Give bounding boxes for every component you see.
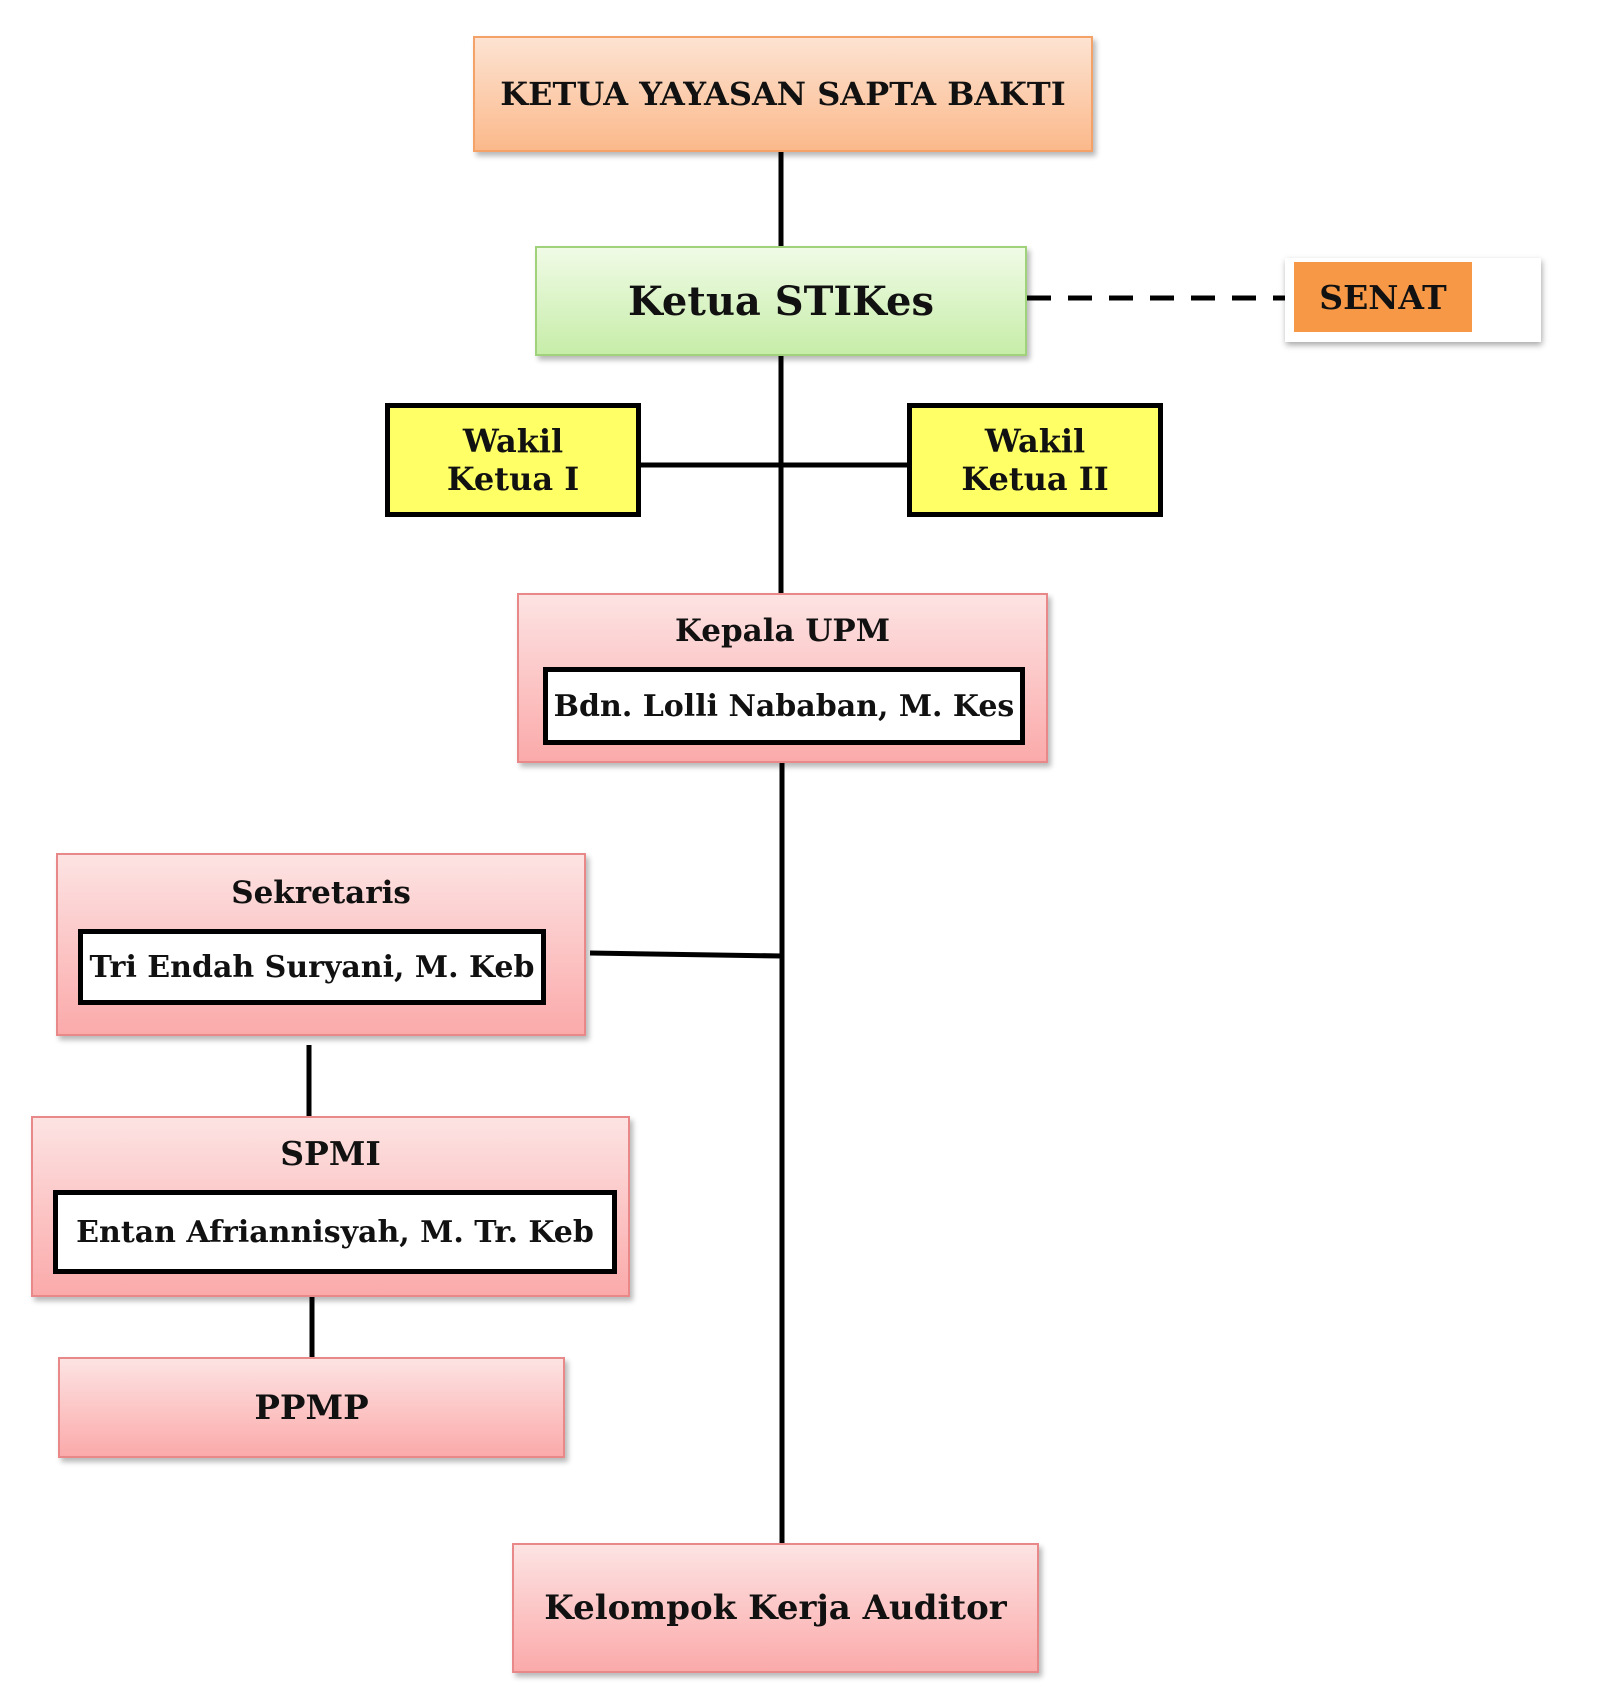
wakil-ketua-2-box: Wakil Ketua II <box>907 403 1163 517</box>
kelompok-kerja-auditor-box: Kelompok Kerja Auditor <box>512 1543 1039 1673</box>
spmi-name: Entan Afriannisyah, M. Tr. Keb <box>53 1190 617 1274</box>
wakil-ketua-2-line1: Wakil <box>984 421 1086 460</box>
connector-upm-sekretaris <box>589 950 783 959</box>
kelompok-kerja-auditor-label: Kelompok Kerja Auditor <box>544 1588 1007 1628</box>
kepala-upm-title: Kepala UPM <box>674 613 891 649</box>
sekretaris-box: Sekretaris Tri Endah Suryani, M. Keb <box>56 853 586 1036</box>
wakil-ketua-1-box: Wakil Ketua I <box>385 403 641 517</box>
wakil-ketua-1-line1: Wakil <box>462 421 564 460</box>
kepala-upm-name: Bdn. Lolli Nababan, M. Kes <box>543 667 1025 745</box>
spmi-title: SPMI <box>280 1134 381 1173</box>
ketua-yayasan-box: KETUA YAYASAN SAPTA BAKTI <box>473 36 1093 152</box>
ketua-stikes-label: Ketua STIKes <box>628 277 934 325</box>
kepala-upm-box: Kepala UPM Bdn. Lolli Nababan, M. Kes <box>517 593 1048 763</box>
senat-label: SENAT <box>1319 277 1447 317</box>
senat-box: SENAT <box>1294 262 1472 332</box>
wakil-ketua-1-line2: Ketua I <box>446 460 580 498</box>
ppmp-label: PPMP <box>254 1387 369 1428</box>
wakil-ketua-2-line2: Ketua II <box>961 460 1109 498</box>
ketua-stikes-box: Ketua STIKes <box>535 246 1027 356</box>
ketua-yayasan-label: KETUA YAYASAN SAPTA BAKTI <box>500 75 1066 113</box>
spmi-box: SPMI Entan Afriannisyah, M. Tr. Keb <box>31 1116 630 1297</box>
sekretaris-name: Tri Endah Suryani, M. Keb <box>78 929 546 1005</box>
sekretaris-title: Sekretaris <box>231 875 411 911</box>
ppmp-box: PPMP <box>58 1357 565 1458</box>
